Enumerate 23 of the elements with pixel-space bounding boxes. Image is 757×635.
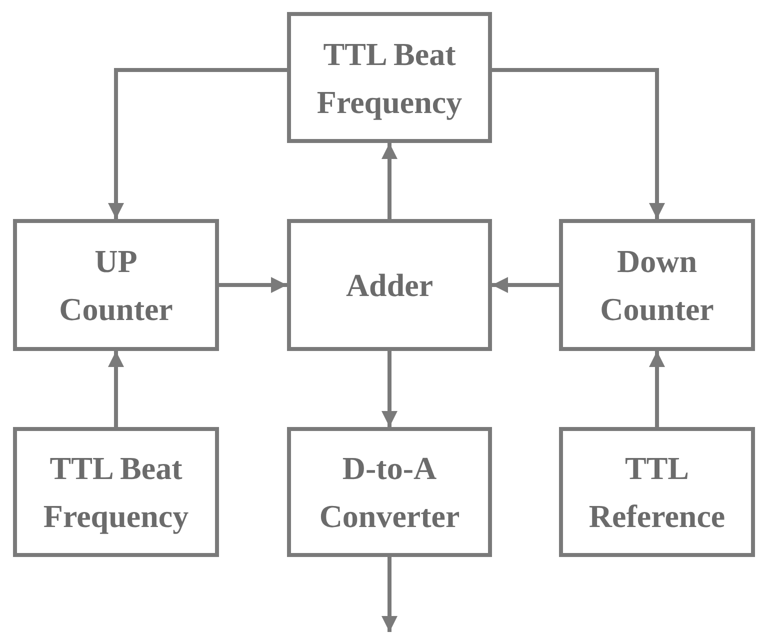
arrow (382, 351, 398, 427)
box-label: Down Counter (599, 242, 715, 329)
arrow (492, 68, 665, 219)
process-box (13, 427, 219, 557)
process-box (287, 12, 492, 143)
arrow (382, 557, 398, 632)
box-label: TTL Beat Frequency (316, 34, 464, 122)
arrow (492, 277, 559, 293)
box-label: D-to-A Converter (318, 449, 461, 536)
process-box (559, 219, 755, 351)
box-label: TTL Beat Frequency (42, 449, 190, 536)
process-box (287, 219, 492, 351)
arrow (649, 351, 665, 427)
box-label: Adder (346, 266, 434, 305)
process-box (287, 427, 492, 557)
arrow (382, 143, 398, 219)
arrow (108, 68, 287, 219)
box-label: UP Counter (58, 242, 174, 329)
process-box (13, 219, 219, 351)
process-box (559, 427, 755, 557)
arrow (108, 351, 124, 427)
arrow (219, 277, 287, 293)
box-label: TTL Reference (588, 449, 726, 536)
